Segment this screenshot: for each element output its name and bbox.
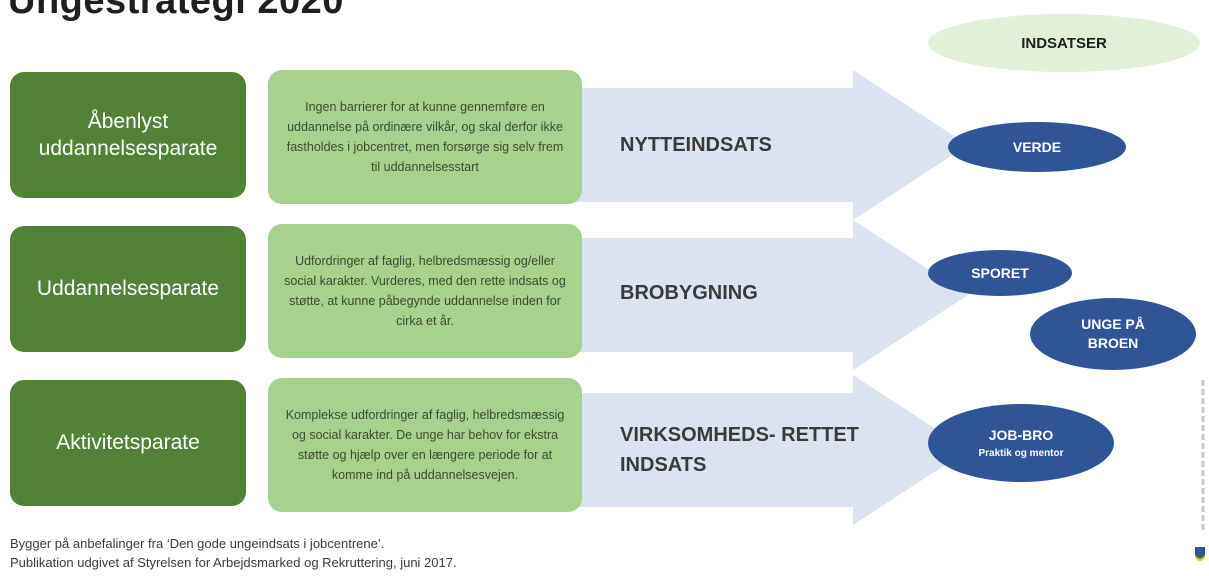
footer-line-2: Publikation udgivet af Styrelsen for Arb…	[10, 554, 457, 570]
action-label-2: BROBYGNING	[620, 282, 758, 304]
description-box-1: Ingen barrierer for at kunne gennemføre …	[268, 70, 582, 204]
municipality-logo-icon	[1193, 545, 1207, 563]
footer: Bygger på anbefalinger fra ‘Den gode ung…	[10, 535, 457, 573]
action-label-3: VIRKSOMHEDS- RETTET INDSATS	[620, 424, 859, 476]
description-box-2: Udfordringer af faglig, helbredsmæssig o…	[268, 224, 582, 358]
category-box-3: Aktivitetsparate	[10, 380, 246, 506]
indsatser-header: INDSATSER	[928, 14, 1200, 72]
initiative-job-bro: JOB-BRO Praktik og mentor	[928, 404, 1114, 482]
initiative-sporet-label: SPORET	[971, 264, 1029, 281]
action-label-1: NYTTEINDSATS	[620, 134, 772, 156]
initiative-verde-label: VERDE	[1012, 138, 1062, 155]
category-box-1: Åbenlyst uddannelsesparate	[10, 72, 246, 198]
initiative-unge-paa-broen-label: UNGE PÅ BROEN	[1081, 316, 1145, 351]
initiative-job-bro-sub: Praktik og mentor	[978, 447, 1064, 459]
vertical-credit-mark	[1196, 380, 1209, 530]
initiative-unge-paa-broen: UNGE PÅ BROEN	[1030, 298, 1196, 370]
page-title: Ungestrategi 2020	[8, 0, 344, 22]
category-box-2: Uddannelsesparate	[10, 226, 246, 352]
initiative-sporet: SPORET	[928, 250, 1072, 296]
initiative-verde: VERDE	[948, 122, 1126, 172]
description-box-3: Komplekse udfordringer af faglig, helbre…	[268, 378, 582, 512]
initiative-job-bro-label: JOB-BRO	[988, 426, 1054, 443]
footer-line-1: Bygger på anbefalinger fra ‘Den gode ung…	[10, 536, 385, 551]
